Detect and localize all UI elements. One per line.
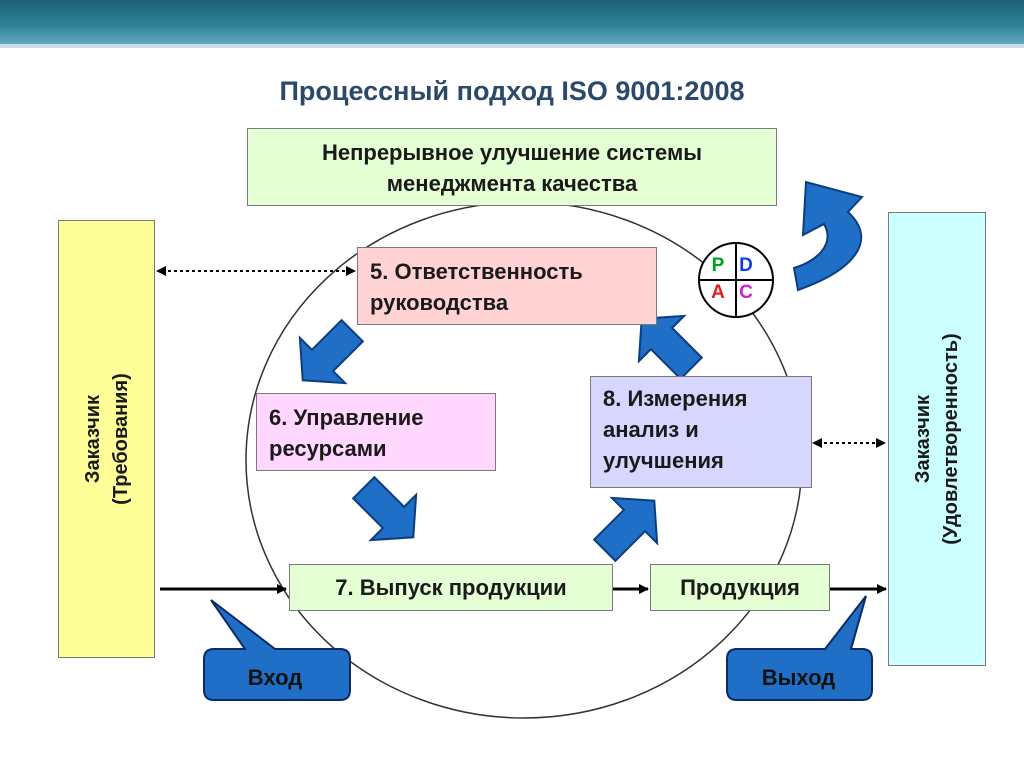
product-box: Продукция — [650, 564, 830, 611]
customer-right-line-1: Заказчик — [912, 394, 934, 484]
process8-line-3: улучшения — [603, 448, 724, 473]
improvement-line-2: менеджмента качества — [386, 171, 638, 196]
output-callout — [726, 595, 873, 701]
customer-requirements-box: Заказчик (Требования) — [58, 220, 155, 658]
input-callout — [203, 599, 351, 701]
process5-line-1: 5. Ответственность — [370, 259, 583, 284]
process6-line-2: ресурсами — [269, 436, 387, 461]
arrow-6-to-7 — [351, 475, 418, 542]
arrow-5-to-6 — [298, 318, 365, 385]
pdca-check-letter: C — [739, 282, 753, 303]
process-box-resource-management: 6. Управление ресурсами — [256, 393, 496, 471]
arrow-7-to-8 — [592, 496, 659, 563]
page-title: Процессный подход ISO 9001:2008 — [279, 76, 745, 106]
process8-line-1: 8. Измерения — [603, 386, 748, 411]
process8-line-2: анализ и — [603, 417, 699, 442]
input-label: Вход — [247, 665, 303, 690]
improvement-line-1: Непрерывное улучшение системы — [321, 140, 703, 165]
process-box-measurement-analysis: 8. Измерения анализ и улучшения — [590, 376, 812, 488]
output-label: Выход — [761, 665, 836, 690]
process-box-product-realization: 7. Выпуск продукции — [289, 564, 613, 611]
process6-line-1: 6. Управление — [269, 405, 424, 430]
customer-left-line-2: (Требования) — [109, 373, 132, 505]
process-box-management-responsibility: 5. Ответственность руководства — [357, 247, 657, 325]
customer-requirements-text: Заказчик (Требования) — [79, 373, 135, 505]
pdca-act-letter: A — [711, 282, 725, 303]
customer-satisfaction-text: Заказчик (Удовлетворенность) — [909, 333, 965, 544]
process5-line-2: руководства — [370, 290, 509, 315]
customer-left-line-1: Заказчик — [81, 394, 104, 484]
header-bar — [0, 0, 1024, 44]
header-line — [0, 44, 1024, 48]
customer-satisfaction-box: Заказчик (Удовлетворенность) — [888, 212, 986, 666]
pdca-circle-icon — [698, 242, 774, 318]
customer-right-line-2: (Удовлетворенность) — [940, 333, 962, 545]
improvement-curved-arrow — [792, 180, 864, 292]
continuous-improvement-box: Непрерывное улучшение системы менеджмент… — [247, 128, 777, 206]
info-arrow-left — [156, 266, 356, 276]
arrow-8-to-5 — [637, 314, 704, 381]
info-arrow-right — [812, 438, 886, 448]
pdca-do-letter: D — [739, 255, 753, 276]
pdca-plan-letter: P — [711, 255, 725, 276]
